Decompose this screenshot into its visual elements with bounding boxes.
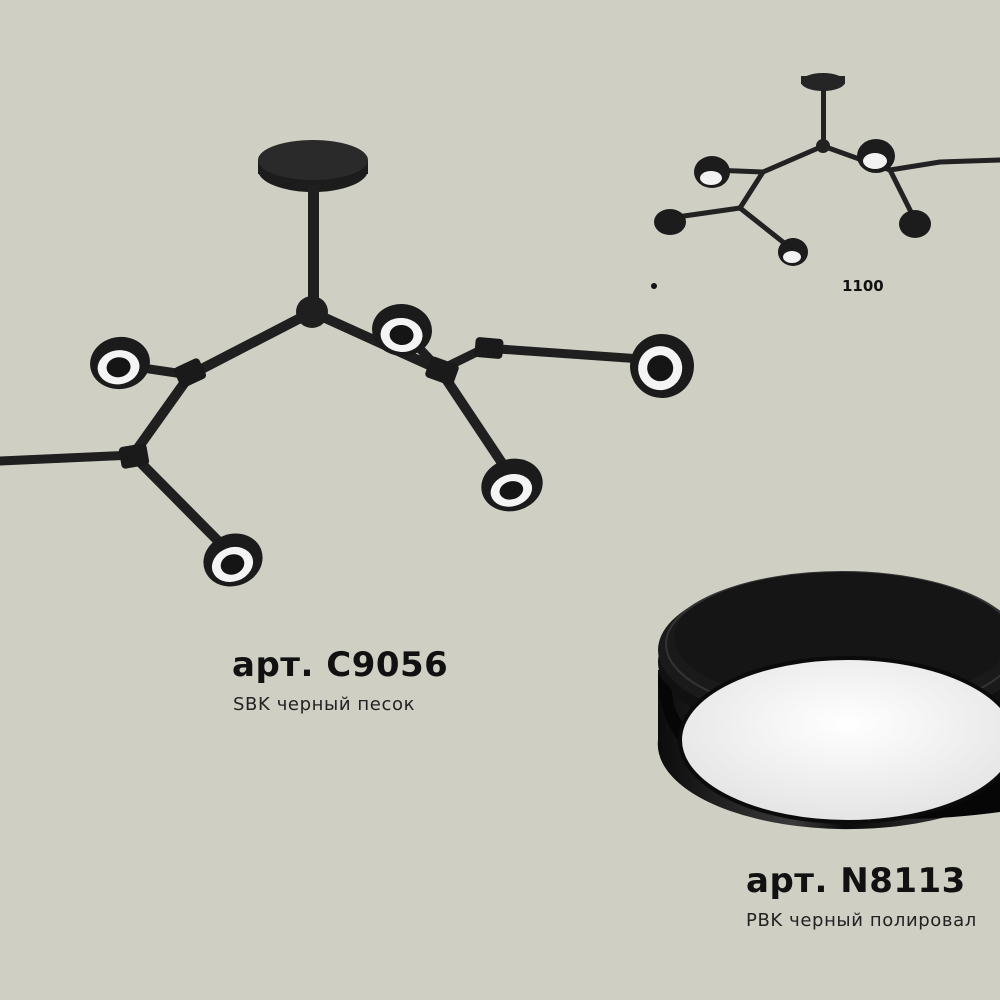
- diffuser: [680, 658, 1000, 822]
- lamp-head: [372, 303, 432, 357]
- arm-joints: [118, 337, 504, 469]
- lamp-head: [630, 334, 694, 398]
- product-1-article: арт. C9056: [232, 645, 449, 685]
- product-1-color: SBK черный песок: [233, 694, 416, 715]
- stem-rod: [308, 185, 319, 303]
- reference-dot: [651, 283, 657, 289]
- lamp-head: [90, 336, 150, 390]
- product-2-article: арт. N8113: [746, 861, 966, 901]
- lamp-head: [481, 458, 543, 512]
- lamp-head: [203, 533, 263, 587]
- dimension-label: 1100: [842, 277, 884, 295]
- chandelier-thumbnail: [651, 73, 1000, 289]
- product-2-color: PBK черный полировал: [746, 910, 977, 931]
- chandelier-c9056: [0, 140, 694, 587]
- ceiling-lamp-n8113: [657, 571, 1000, 830]
